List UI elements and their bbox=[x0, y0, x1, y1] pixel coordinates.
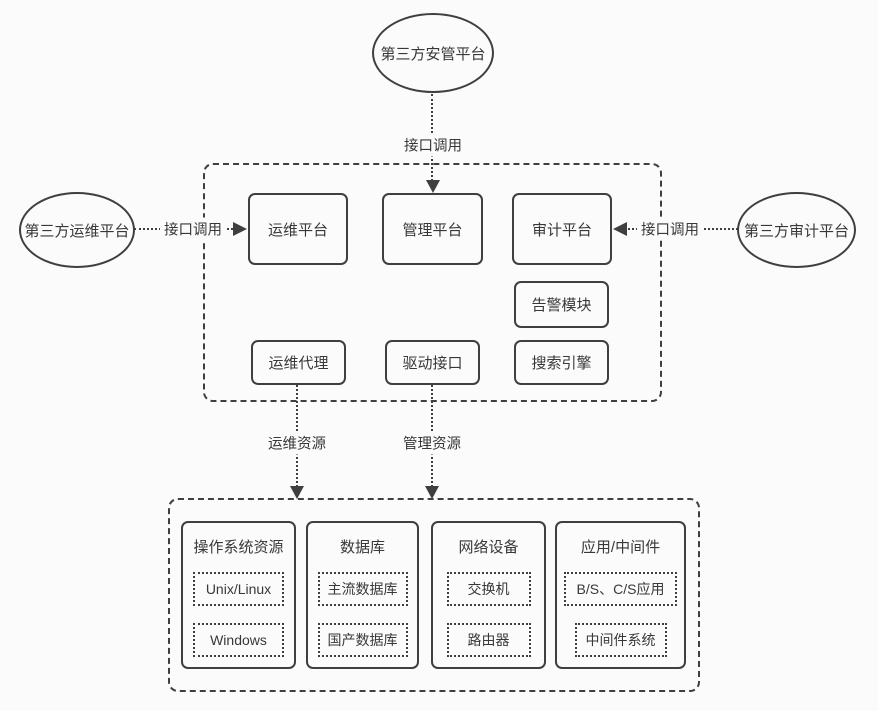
item-domestic-db: 国产数据库 bbox=[317, 623, 408, 657]
node-audit-platform: 审计平台 bbox=[512, 193, 612, 265]
node-management-platform: 管理平台 bbox=[382, 193, 483, 265]
arrow-down-icon bbox=[290, 486, 304, 499]
item-middleware-systems: 中间件系统 bbox=[574, 623, 667, 657]
node-label: 第三方审计平台 bbox=[743, 222, 849, 240]
item-mainstream-db: 主流数据库 bbox=[317, 572, 408, 606]
connector-ops-resource-label: 运维资源 bbox=[264, 431, 330, 455]
item-router: 路由器 bbox=[446, 623, 531, 657]
arrow-right-icon bbox=[233, 222, 247, 236]
group-title: 操作系统资源 bbox=[193, 539, 284, 556]
item-unix-linux: Unix/Linux bbox=[193, 572, 284, 606]
item-label: Windows bbox=[210, 632, 267, 648]
item-label: Unix/Linux bbox=[205, 581, 272, 597]
connector-left-label: 接口调用 bbox=[160, 217, 226, 241]
node-ops-platform: 运维平台 bbox=[248, 193, 348, 265]
item-label: 国产数据库 bbox=[327, 632, 398, 648]
node-label: 第三方运维平台 bbox=[24, 222, 130, 240]
node-third-party-audit-platform: 第三方审计平台 bbox=[737, 192, 856, 268]
node-third-party-security-platform: 第三方安管平台 bbox=[372, 13, 494, 93]
item-switch: 交换机 bbox=[446, 572, 531, 606]
item-label: B/S、C/S应用 bbox=[576, 581, 665, 597]
connector-right-label: 接口调用 bbox=[637, 217, 703, 241]
item-label: 交换机 bbox=[467, 581, 510, 597]
group-title: 数据库 bbox=[339, 539, 385, 556]
group-databases: 数据库 主流数据库 国产数据库 bbox=[306, 521, 419, 669]
node-label: 搜索引擎 bbox=[531, 355, 592, 372]
arrow-down-icon bbox=[426, 180, 440, 193]
group-title: 应用/中间件 bbox=[580, 539, 661, 556]
node-label: 管理平台 bbox=[402, 221, 463, 239]
connector-top-label: 接口调用 bbox=[400, 133, 466, 157]
node-search-engine: 搜索引擎 bbox=[514, 340, 609, 385]
node-label: 运维代理 bbox=[268, 355, 329, 372]
managed-resources-frame bbox=[168, 498, 700, 692]
item-bs-cs-apps: B/S、C/S应用 bbox=[564, 572, 677, 606]
connector-mgmt-resource-label: 管理资源 bbox=[399, 431, 465, 455]
node-label: 审计平台 bbox=[531, 221, 592, 239]
group-os-resources: 操作系统资源 Unix/Linux Windows bbox=[181, 521, 296, 669]
node-driver-interface: 驱动接口 bbox=[385, 340, 480, 385]
arrow-down-icon bbox=[425, 486, 439, 499]
arrow-left-icon bbox=[613, 222, 627, 236]
item-label: 路由器 bbox=[467, 632, 510, 648]
node-ops-agent: 运维代理 bbox=[251, 340, 346, 385]
node-alarm-module: 告警模块 bbox=[514, 281, 609, 328]
node-label: 告警模块 bbox=[531, 297, 592, 314]
node-label: 第三方安管平台 bbox=[380, 45, 486, 63]
item-label: 中间件系统 bbox=[585, 632, 656, 648]
item-label: 主流数据库 bbox=[327, 581, 398, 597]
group-app-middleware: 应用/中间件 B/S、C/S应用 中间件系统 bbox=[555, 521, 686, 669]
node-label: 驱动接口 bbox=[402, 355, 463, 372]
group-network-devices: 网络设备 交换机 路由器 bbox=[431, 521, 546, 669]
node-label: 运维平台 bbox=[267, 221, 328, 239]
item-windows: Windows bbox=[193, 623, 284, 657]
group-title: 网络设备 bbox=[458, 539, 519, 556]
node-third-party-ops-platform: 第三方运维平台 bbox=[19, 192, 135, 268]
